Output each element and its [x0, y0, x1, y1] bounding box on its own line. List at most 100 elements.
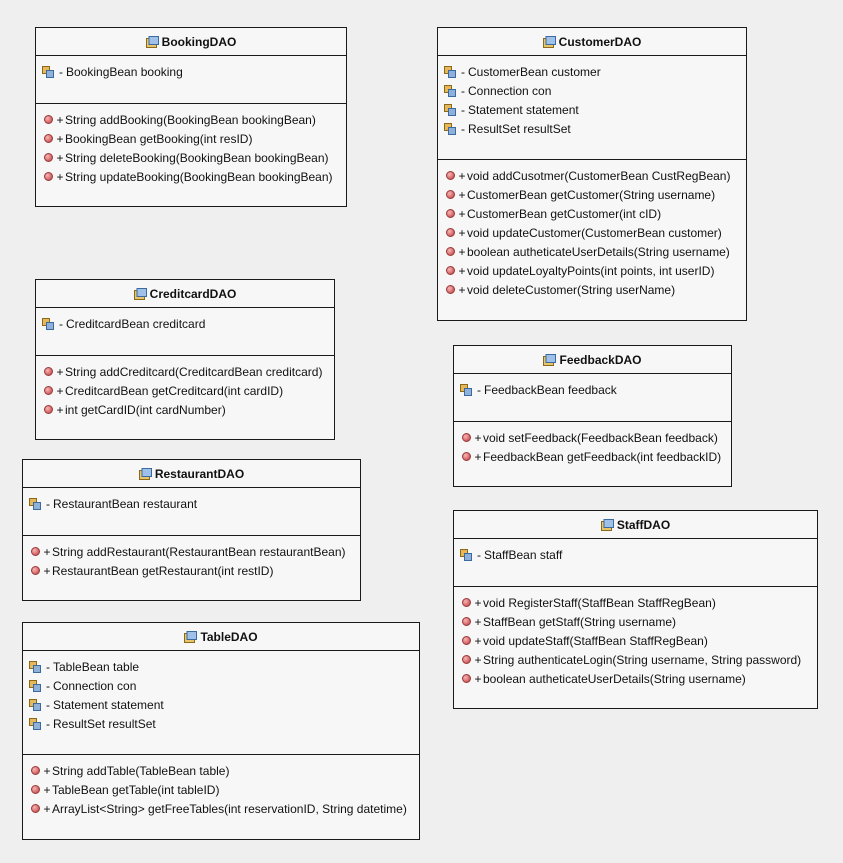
class-restaurant-dao[interactable]: RestaurantDAO -RestaurantBean restaurant…: [22, 459, 361, 601]
operation-row[interactable]: +void deleteCustomer(String userName): [438, 280, 746, 299]
operation-text: String authenticateLogin(String username…: [483, 652, 802, 667]
operation-row[interactable]: +void updateStaff(StaffBean StaffRegBean…: [454, 631, 817, 650]
operation-row[interactable]: +void updateLoyaltyPoints(int points, in…: [438, 261, 746, 280]
method-icon: [462, 617, 471, 626]
attribute-text: BookingBean booking: [66, 64, 183, 79]
visibility-marker: +: [56, 383, 64, 398]
visibility-marker: +: [43, 544, 51, 559]
operation-text: void RegisterStaff(StaffBean StaffRegBea…: [483, 595, 716, 610]
attribute-row[interactable]: -Statement statement: [438, 100, 746, 119]
field-icon: [29, 717, 41, 730]
operations-section: +void setFeedback(FeedbackBean feedback)…: [454, 422, 731, 466]
visibility-marker: -: [477, 382, 481, 397]
method-icon: [462, 452, 471, 461]
operation-row[interactable]: +String addCreditcard(CreditcardBean cre…: [36, 362, 334, 381]
operation-row[interactable]: +TableBean getTable(int tableID): [23, 780, 419, 799]
attribute-row[interactable]: -RestaurantBean restaurant: [23, 494, 360, 513]
class-staff-dao[interactable]: StaffDAO -StaffBean staff +void Register…: [453, 510, 818, 709]
operation-row[interactable]: +CreditcardBean getCreditcard(int cardID…: [36, 381, 334, 400]
attribute-row[interactable]: - BookingBean booking: [36, 62, 346, 81]
operation-row[interactable]: +CustomerBean getCustomer(int cID): [438, 204, 746, 223]
attribute-text: Statement statement: [468, 102, 579, 117]
operation-row[interactable]: +StaffBean getStaff(String username): [454, 612, 817, 631]
operation-row[interactable]: +String updateBooking(BookingBean bookin…: [36, 167, 346, 186]
operations-section: +String addBooking(BookingBean bookingBe…: [36, 104, 346, 186]
operation-text: String addRestaurant(RestaurantBean rest…: [52, 544, 346, 559]
operation-row[interactable]: +boolean autheticateUserDetails(String u…: [438, 242, 746, 261]
visibility-marker: +: [43, 782, 51, 797]
operation-row[interactable]: +String deleteBooking(BookingBean bookin…: [36, 148, 346, 167]
class-icon: [542, 35, 556, 48]
operation-row[interactable]: +boolean autheticateUserDetails(String u…: [454, 669, 817, 688]
visibility-marker: +: [474, 633, 482, 648]
operation-row[interactable]: +int getCardID(int cardNumber): [36, 400, 334, 419]
attribute-text: FeedbackBean feedback: [484, 382, 617, 397]
attribute-row[interactable]: -FeedbackBean feedback: [454, 380, 731, 399]
attribute-row[interactable]: -ResultSet resultSet: [438, 119, 746, 138]
class-icon: [600, 518, 614, 531]
attributes-section: - BookingBean booking: [36, 56, 346, 104]
operation-row[interactable]: +String addBooking(BookingBean bookingBe…: [36, 110, 346, 129]
method-icon: [446, 247, 455, 256]
attributes-section: -CreditcardBean creditcard: [36, 308, 334, 356]
attribute-row[interactable]: -Connection con: [438, 81, 746, 100]
class-creditcard-dao[interactable]: CreditcardDAO -CreditcardBean creditcard…: [35, 279, 335, 440]
operation-row[interactable]: +FeedbackBean getFeedback(int feedbackID…: [454, 447, 731, 466]
method-icon: [462, 655, 471, 664]
attributes-section: -StaffBean staff: [454, 539, 817, 587]
operation-row[interactable]: +CustomerBean getCustomer(String usernam…: [438, 185, 746, 204]
operation-text: boolean autheticateUserDetails(String us…: [483, 671, 746, 686]
field-icon: [29, 497, 41, 510]
operation-row[interactable]: +BookingBean getBooking(int resID): [36, 129, 346, 148]
visibility-marker: +: [43, 563, 51, 578]
attribute-row[interactable]: -TableBean table: [23, 657, 419, 676]
method-icon: [44, 115, 53, 124]
field-icon: [29, 698, 41, 711]
operation-row[interactable]: +ArrayList<String> getFreeTables(int res…: [23, 799, 419, 818]
operation-text: void updateCustomer(CustomerBean custome…: [467, 225, 722, 240]
operation-row[interactable]: +String addTable(TableBean table): [23, 761, 419, 780]
class-table-dao[interactable]: TableDAO -TableBean table -Connection co…: [22, 622, 420, 840]
method-icon: [44, 405, 53, 414]
method-icon: [31, 547, 40, 556]
field-icon: [42, 65, 54, 78]
attributes-section: -RestaurantBean restaurant: [23, 488, 360, 536]
class-customer-dao[interactable]: CustomerDAO -CustomerBean customer -Conn…: [437, 27, 747, 321]
class-feedback-dao[interactable]: FeedbackDAO -FeedbackBean feedback +void…: [453, 345, 732, 487]
operation-text: ArrayList<String> getFreeTables(int rese…: [52, 801, 407, 816]
class-name: BookingDAO: [161, 34, 237, 49]
visibility-marker: -: [59, 316, 63, 331]
attribute-row[interactable]: -CreditcardBean creditcard: [36, 314, 334, 333]
visibility-marker: +: [56, 112, 64, 127]
operations-section: +void RegisterStaff(StaffBean StaffRegBe…: [454, 587, 817, 688]
operation-text: CreditcardBean getCreditcard(int cardID): [65, 383, 284, 398]
visibility-marker: +: [474, 595, 482, 610]
operation-row[interactable]: +void RegisterStaff(StaffBean StaffRegBe…: [454, 593, 817, 612]
attribute-row[interactable]: -StaffBean staff: [454, 545, 817, 564]
visibility-marker: +: [56, 150, 64, 165]
operation-row[interactable]: +void setFeedback(FeedbackBean feedback): [454, 428, 731, 447]
operation-row[interactable]: +void updateCustomer(CustomerBean custom…: [438, 223, 746, 242]
class-booking-dao[interactable]: BookingDAO - BookingBean booking +String…: [35, 27, 347, 207]
operation-row[interactable]: +String addRestaurant(RestaurantBean res…: [23, 542, 360, 561]
method-icon: [44, 153, 53, 162]
attribute-row[interactable]: -ResultSet resultSet: [23, 714, 419, 733]
field-icon: [444, 65, 456, 78]
method-icon: [462, 433, 471, 442]
operation-text: CustomerBean getCustomer(String username…: [467, 187, 716, 202]
operation-row[interactable]: +void addCusotmer(CustomerBean CustRegBe…: [438, 166, 746, 185]
attribute-row[interactable]: -CustomerBean customer: [438, 62, 746, 81]
attribute-row[interactable]: -Connection con: [23, 676, 419, 695]
attributes-section: -FeedbackBean feedback: [454, 374, 731, 422]
visibility-marker: +: [458, 282, 466, 297]
operation-row[interactable]: +String authenticateLogin(String usernam…: [454, 650, 817, 669]
visibility-marker: +: [458, 168, 466, 183]
attribute-row[interactable]: -Statement statement: [23, 695, 419, 714]
method-icon: [446, 190, 455, 199]
class-header: RestaurantDAO: [23, 460, 360, 488]
attribute-text: CustomerBean customer: [468, 64, 601, 79]
visibility-marker: -: [477, 547, 481, 562]
operations-section: +void addCusotmer(CustomerBean CustRegBe…: [438, 160, 746, 299]
operation-row[interactable]: +RestaurantBean getRestaurant(int restID…: [23, 561, 360, 580]
class-icon: [145, 35, 159, 48]
